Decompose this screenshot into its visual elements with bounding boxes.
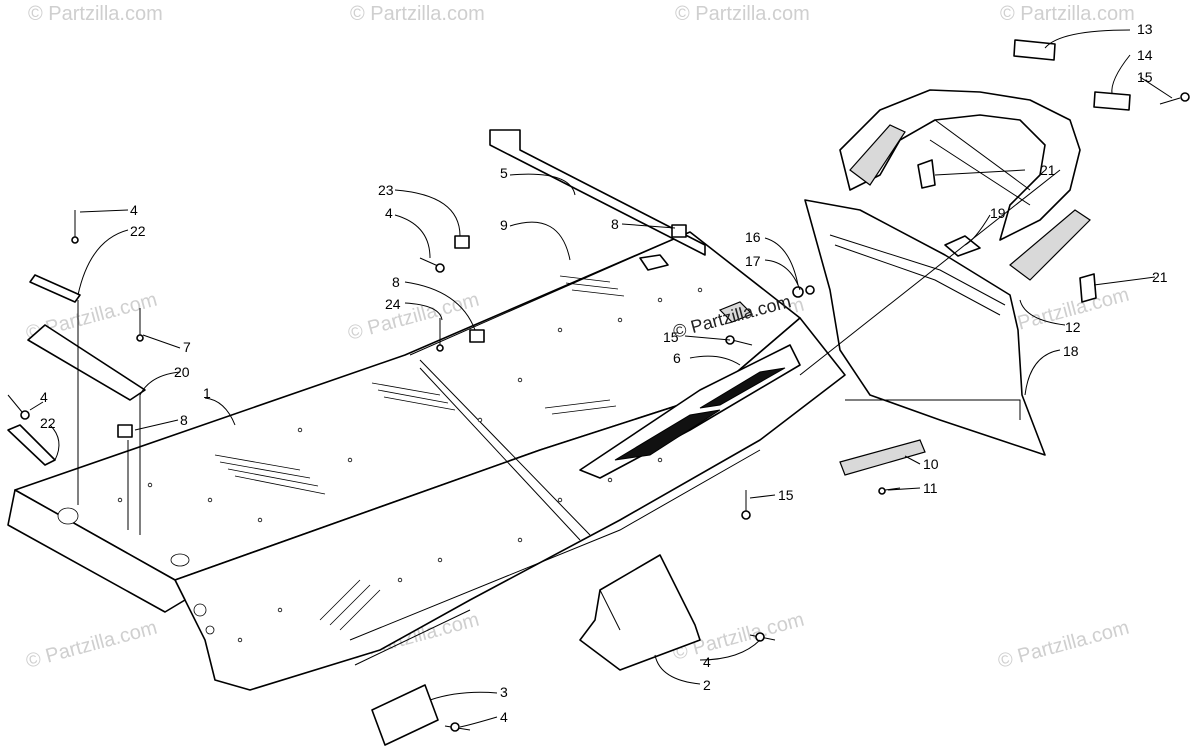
spacer-plate-22 — [29, 274, 81, 303]
license-plate — [371, 684, 439, 746]
rear-flap — [804, 199, 1046, 456]
callout-22: 22 — [130, 223, 146, 239]
callout-7: 7 — [183, 339, 191, 355]
callout-15: 15 — [778, 487, 794, 503]
leader-lines — [29, 29, 1173, 728]
watermark: © Partzilla.com — [24, 617, 160, 673]
spacer-plate-22b — [7, 424, 56, 466]
mount-bracket — [579, 554, 701, 671]
grab-handle — [839, 89, 1081, 241]
fasteners — [7, 92, 1190, 732]
bumper-rest — [718, 301, 754, 323]
tunnel-left-flange — [7, 489, 186, 613]
callout-2: 2 — [703, 677, 711, 693]
decal-outline — [579, 344, 801, 479]
callout-15: 15 — [1137, 69, 1153, 85]
plug-8c — [671, 224, 687, 238]
callout-8: 8 — [180, 412, 188, 428]
callout-4: 4 — [500, 709, 508, 725]
callout-21: 21 — [1040, 162, 1056, 178]
rivet-holes — [117, 287, 703, 643]
callout-3: 3 — [500, 684, 508, 700]
callout-10: 10 — [923, 456, 939, 472]
clip-21-b — [1079, 273, 1097, 303]
callout-12: 12 — [1065, 319, 1081, 335]
watermark: © Partzilla.com — [1000, 3, 1135, 25]
grab-handle-assembly — [839, 89, 1091, 281]
callout-6: 6 — [673, 350, 681, 366]
clip-21-a — [917, 159, 936, 189]
callout-14: 14 — [1137, 47, 1153, 63]
callout-17: 17 — [745, 253, 761, 269]
bracket — [579, 554, 701, 671]
snow-flap — [804, 199, 1046, 456]
callout-13: 13 — [1137, 21, 1153, 37]
callout-16: 16 — [745, 229, 761, 245]
callout-8: 8 — [392, 274, 400, 290]
callout-labels: 1 2 3 4 4 4 4 4 5 6 7 8 8 8 9 10 11 12 1… — [40, 21, 1168, 725]
callout-20: 20 — [174, 364, 190, 380]
callout-22: 22 — [40, 415, 56, 431]
nut-16 — [792, 286, 804, 298]
callout-4: 4 — [130, 202, 138, 218]
grab-handle-grille-left — [849, 124, 906, 186]
reflector — [839, 439, 926, 476]
callout-8: 8 — [611, 216, 619, 232]
badge-13 — [1013, 39, 1056, 61]
callout-21: 21 — [1152, 269, 1168, 285]
callout-4: 4 — [40, 389, 48, 405]
left-hardware — [7, 224, 687, 466]
deck-texture — [214, 275, 625, 631]
badge-14 — [1093, 91, 1131, 111]
trim-strip — [489, 129, 706, 256]
callout-15: 15 — [663, 329, 679, 345]
angle-bracket-20 — [27, 324, 146, 401]
washer-17 — [805, 285, 815, 295]
callout-4: 4 — [385, 205, 393, 221]
callout-11: 11 — [923, 480, 938, 496]
callout-1: 1 — [203, 385, 211, 401]
grab-handle-grille-right — [1009, 209, 1091, 281]
callout-23: 23 — [378, 182, 394, 198]
callout-4: 4 — [703, 654, 711, 670]
clip-19 — [944, 235, 981, 257]
plug-8b — [469, 329, 485, 343]
side-decal — [579, 344, 801, 479]
callout-24: 24 — [385, 296, 401, 312]
clip-hardware — [792, 159, 1097, 303]
callout-9: 9 — [500, 217, 508, 233]
upper-deck-parts — [489, 129, 754, 323]
deck-pad-plate — [639, 254, 669, 271]
watermark: © Partzilla.com — [675, 3, 810, 25]
callout-18: 18 — [1063, 343, 1079, 359]
watermark: © Partzilla.com — [28, 3, 163, 25]
watermark: © Partzilla.com — [350, 3, 485, 25]
callout-19: 19 — [990, 205, 1006, 221]
callout-5: 5 — [500, 165, 508, 181]
plug-8 — [117, 424, 133, 438]
pad-23 — [454, 235, 470, 249]
watermark: © Partzilla.com — [996, 617, 1132, 673]
